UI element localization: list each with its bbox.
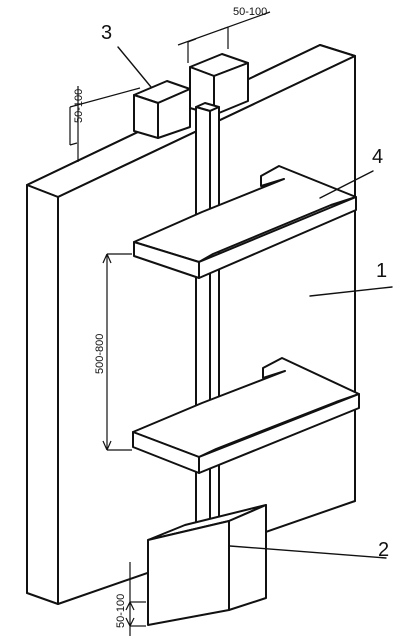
- top-block-left: [133, 80, 191, 139]
- main-panel: [26, 44, 356, 605]
- left-top-dimension-text: 50-100: [73, 89, 85, 123]
- leader-lines: [117, 46, 393, 559]
- middle-dimension-text: 500-800: [94, 334, 106, 374]
- top-dimension-text: 50-100: [233, 6, 267, 18]
- label-3: 3: [101, 22, 112, 44]
- vertical-post: [195, 102, 220, 569]
- label-4: 4: [372, 146, 383, 168]
- left-top-dimension: 50-100: [69, 86, 141, 162]
- lower-bracket: [132, 357, 360, 474]
- lower-support: [147, 504, 267, 626]
- upper-bracket: [133, 165, 357, 279]
- top-dimension: 50-100: [177, 6, 271, 63]
- top-block-right: [189, 53, 249, 116]
- label-1: 1: [376, 260, 387, 282]
- middle-dimension: 500-800: [94, 253, 132, 451]
- bottom-dimension-text: 50-100: [115, 594, 127, 628]
- bottom-dimension: 50-100: [115, 562, 146, 636]
- label-2: 2: [378, 539, 389, 561]
